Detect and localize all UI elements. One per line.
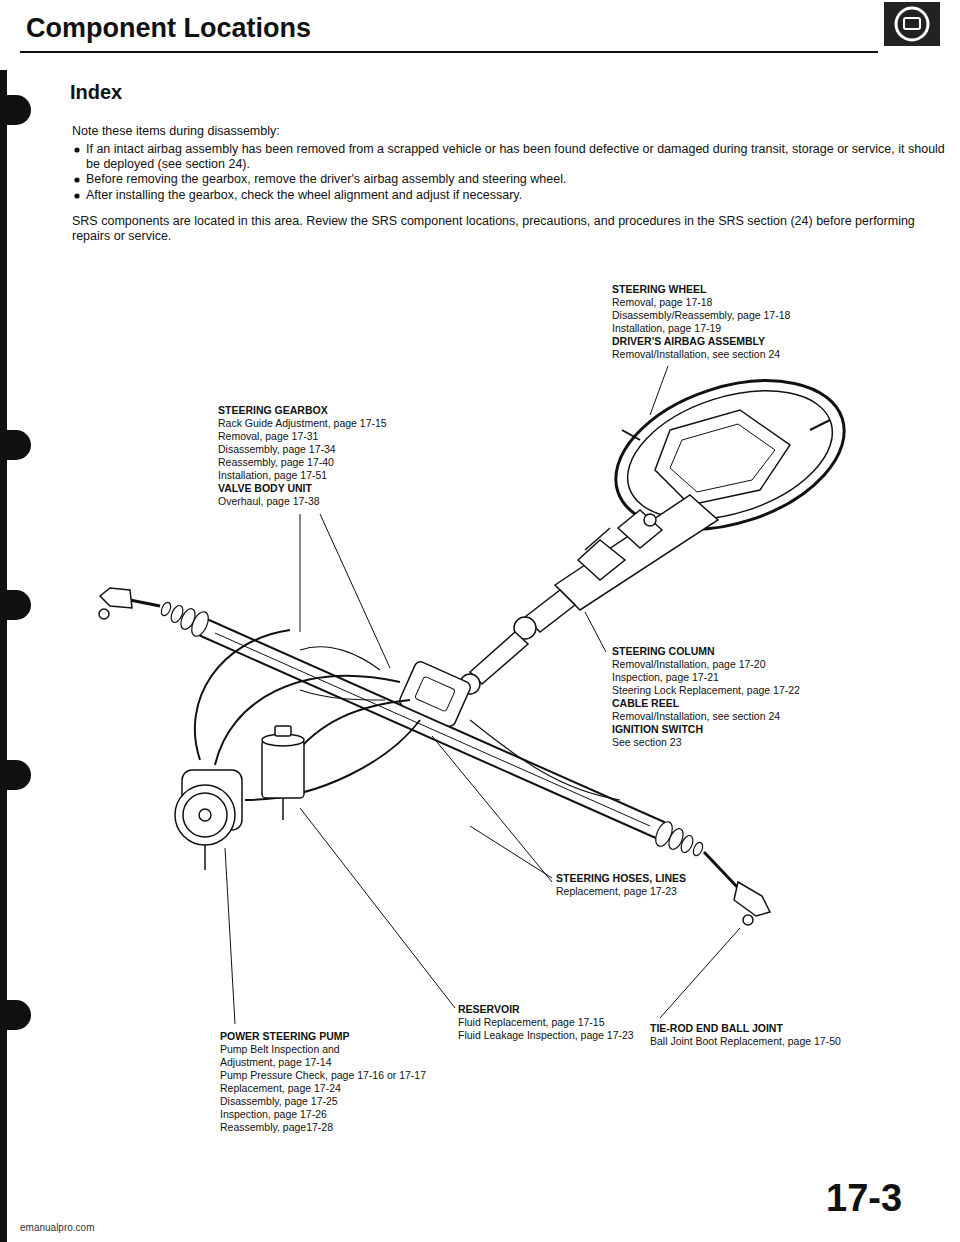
callout-heading: STEERING GEARBOX	[218, 404, 328, 417]
callout-text: Pump Pressure Check, page 17-16 or 17-17	[220, 1069, 426, 1082]
page-title: Component Locations	[26, 12, 311, 44]
note-text: SRS components are located in this area.…	[72, 214, 940, 244]
callout-text: Steering Lock Replacement, page 17-22	[612, 684, 800, 697]
bullet	[74, 147, 79, 198]
section-heading: Index	[70, 80, 122, 104]
page-number: 17-3	[826, 1176, 902, 1222]
callout-text: Installation, page 17-19	[612, 322, 721, 335]
header-rule	[20, 51, 878, 53]
note-text: Before removing the gearbox, remove the …	[86, 172, 566, 187]
power-steering-pump	[175, 770, 242, 870]
callout-text: See section 23	[612, 736, 681, 749]
callout-text: Reassembly, page17-28	[220, 1121, 333, 1134]
callout-heading: DRIVER'S AIRBAG ASSEMBLY	[612, 335, 765, 348]
callout-heading: STEERING WHEEL	[612, 283, 707, 296]
callout-text: Rack Guide Adjustment, page 17-15	[218, 417, 387, 430]
callout-text: Replacement, page 17-24	[220, 1082, 341, 1095]
watermark: emanualpro.com	[20, 1222, 94, 1234]
callout-heading: STEERING COLUMN	[612, 645, 715, 658]
callout-text: Disassembly, page 17-25	[220, 1095, 338, 1108]
rack-boot	[159, 601, 704, 857]
callout-heading: CABLE REEL	[612, 697, 679, 710]
callout-text: Installation, page 17-51	[218, 469, 327, 482]
callout-text: Inspection, page 17-26	[220, 1108, 327, 1121]
note-text: If an intact airbag assembly has been re…	[86, 142, 946, 172]
steering-icon	[884, 2, 940, 46]
callout-heading: POWER STEERING PUMP	[220, 1030, 350, 1043]
callout-text: Pump Belt Inspection and Adjustment, pag…	[220, 1043, 370, 1068]
callout-text: Inspection, page 17-21	[612, 671, 719, 684]
callout-text: Replacement, page 17-23	[556, 885, 677, 898]
callout-heading: IGNITION SWITCH	[612, 723, 703, 736]
callout-heading: TIE-ROD END BALL JOINT	[650, 1022, 783, 1035]
callout-text: Fluid Leakage Inspection, page 17-23	[458, 1029, 634, 1042]
callout-text: Removal/Installation, page 17-20	[612, 658, 766, 671]
callout-text: Removal, page 17-31	[218, 430, 318, 443]
steering-wheel	[597, 354, 863, 556]
callout-heading: RESERVOIR	[458, 1003, 520, 1016]
callout-text: Disassembly, page 17-34	[218, 443, 336, 456]
binder-strip	[0, 70, 31, 1242]
callout-text: Overhaul, page 17-38	[218, 495, 320, 508]
callout-text: Disassembly/Reassembly, page 17-18	[612, 309, 790, 322]
callout-text: Fluid Replacement, page 17-15	[458, 1016, 605, 1029]
callout-text: Reassembly, page 17-40	[218, 456, 334, 469]
callout-heading: VALVE BODY UNIT	[218, 482, 312, 495]
steering-gearbox	[99, 588, 770, 925]
callout-text: Removal, page 17-18	[612, 296, 712, 309]
note-text: Note these items during disassembly:	[72, 124, 280, 139]
callout-heading: STEERING HOSES, LINES	[556, 872, 686, 885]
note-text: After installing the gearbox, check the …	[86, 188, 522, 203]
callout-text: Removal/Installation, see section 24	[612, 348, 780, 361]
callout-text: Ball Joint Boot Replacement, page 17-50	[650, 1035, 841, 1048]
callout-text: Removal/Installation, see section 24	[612, 710, 780, 723]
reservoir	[262, 726, 304, 820]
